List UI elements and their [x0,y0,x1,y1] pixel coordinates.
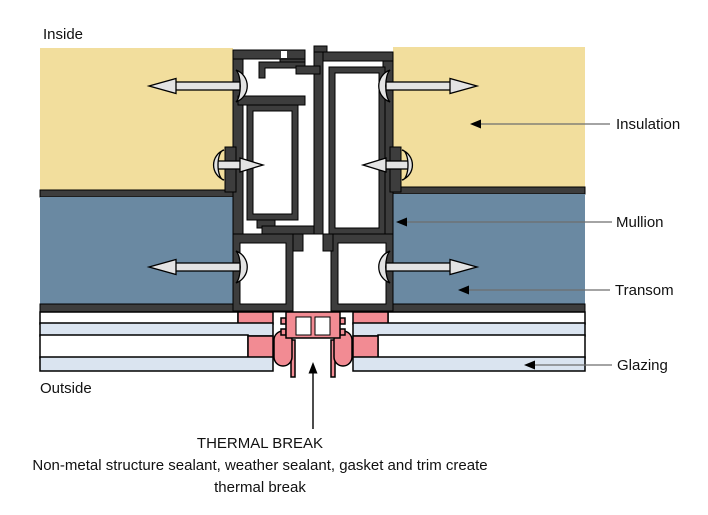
gasket-left-upper [237,311,274,325]
mullion-left-tube-cavity [252,110,293,215]
mullion-left-top-notch [281,51,287,58]
mullion-right-tube-cavity [334,72,380,229]
mullion-profile-left [224,49,324,312]
channel-tab-left [292,233,304,252]
mullion-left-lower-cavity [239,242,287,305]
inside-label: Inside [43,26,84,43]
caption-body-line2: thermal break [214,479,306,496]
caption-body-line1: Non-metal structure sealant, weather sea… [32,457,488,474]
callout-mullion: Mullion [616,214,664,231]
glazing-airspace-left-bottom [39,334,249,359]
mullion-right-inner-wall [313,51,324,235]
fastener-arrow-icon [146,258,177,276]
thermal-break-cell-left [295,316,312,336]
leader-arrowhead-icon [458,285,469,295]
fastener-shaft [172,81,241,91]
fastener-shaft [216,160,244,170]
fastener-bottom-left [146,250,248,284]
mullion-profile-right [295,45,402,312]
fastener-arrow-icon [146,77,177,95]
fastener-spring-head-icon [235,69,248,103]
fastener-arrow-icon [239,157,266,173]
fastener-shaft [382,160,410,170]
leader-arrowhead-icon [524,360,535,370]
insulation-bottom-edge-right [392,186,586,195]
transom-panel-left [40,197,233,304]
fastener-mid-left [212,149,266,181]
insulation-panel-right [393,47,585,187]
caption-block: THERMAL BREAK Non-metal structure sealan… [18,433,502,499]
mullion-right-top-bar [313,51,394,62]
thermal-break-leader [308,362,318,429]
thermal-break-profile [285,311,341,339]
mullion-right-lower-cavity [337,242,387,305]
callout-transom: Transom [615,282,674,299]
transom-panel-right [393,194,585,304]
mullion-left-divider [237,95,306,106]
fastener-spring-head-icon [378,250,391,284]
insulation-leader [470,119,610,129]
glazing-airspace-right-top [387,311,586,325]
callout-insulation: Insulation [616,116,681,133]
fastener-arrow-icon [449,258,480,276]
fastener-arrow-icon [360,157,387,173]
mullion-top-bridge [295,65,321,75]
gasket-right-upper [352,311,389,325]
leader-arrowhead-icon [308,362,318,374]
fastener-top-left [146,69,248,103]
glass-pane-right-outer [352,356,586,372]
fastener-shaft [385,81,454,91]
leader-arrowhead-icon [396,217,407,227]
fastener-shaft [385,262,454,272]
channel-tab-right [322,233,334,252]
glazing-leader [524,360,612,370]
fastener-shaft [172,262,241,272]
mullion-left-hook [258,61,306,79]
fastener-bottom-right [378,250,480,284]
gasket-right-lower [352,335,379,359]
glass-pane-left-inner [39,322,274,337]
fastener-top-right [378,69,480,103]
insulation-bottom-edge-left [39,189,234,198]
transom-leader [458,285,610,295]
fastener-spring-head-icon [212,149,225,181]
thermal-break-cell-right [314,316,331,336]
gasket-left-lower [247,335,274,359]
fastener-arrow-icon [449,77,480,95]
glass-pane-left-outer [39,356,274,372]
leader-arrowhead-icon [470,119,481,129]
mullion-leader [396,217,612,227]
glazing-airspace-right-bottom [377,334,586,359]
glass-pane-right-inner [352,322,586,337]
fastener-spring-head-icon [378,69,391,103]
fastener-spring-head-icon [401,149,414,181]
glazing-airspace-left-top [39,311,239,325]
insulation-panel-left [40,48,233,190]
fastener-mid-right [360,149,414,181]
mullion-left-top-bar [232,49,306,60]
callout-glazing: Glazing [617,357,668,374]
fastener-spring-head-icon [235,250,248,284]
outside-label: Outside [40,380,92,397]
caption-heading: THERMAL BREAK [196,435,324,452]
